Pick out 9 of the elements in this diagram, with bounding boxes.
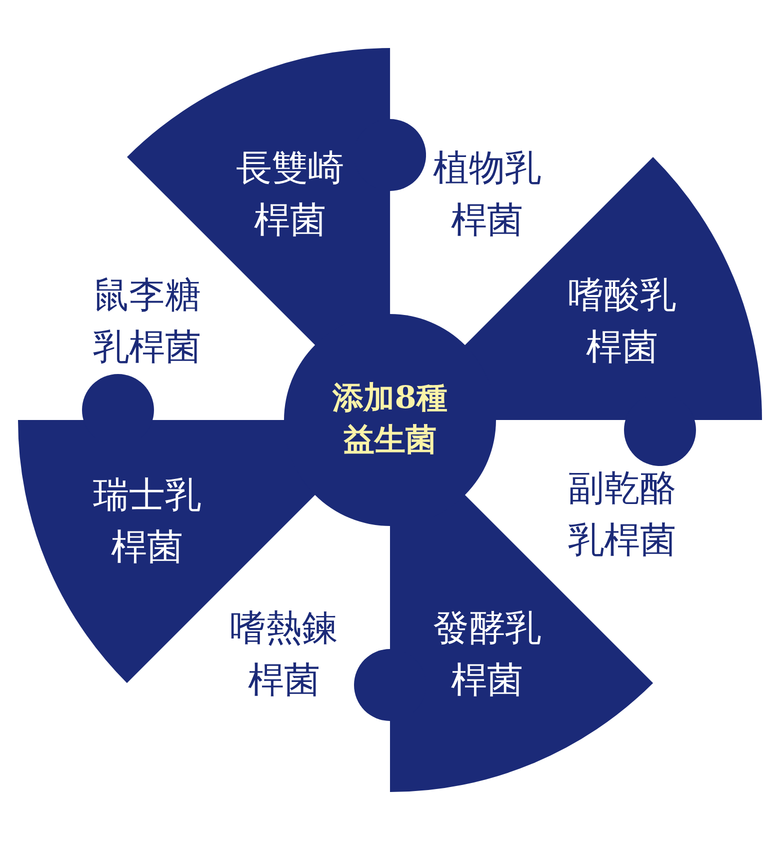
segment-label: 嗜酸乳桿菌	[567, 274, 677, 370]
segment-label: 鼠李糖乳桿菌	[92, 274, 202, 370]
segment-label: 嗜熱鍊桿菌	[229, 606, 339, 703]
segment-label: 瑞士乳桿菌	[92, 474, 202, 570]
center-label: 添加8種益生菌	[331, 379, 448, 460]
segment-label: 發酵乳桿菌	[432, 606, 542, 703]
segment-label: 植物乳桿菌	[432, 146, 542, 243]
segment-label: 長雙崎桿菌	[235, 146, 345, 243]
segment-label: 副乾酪乳桿菌	[567, 466, 677, 563]
